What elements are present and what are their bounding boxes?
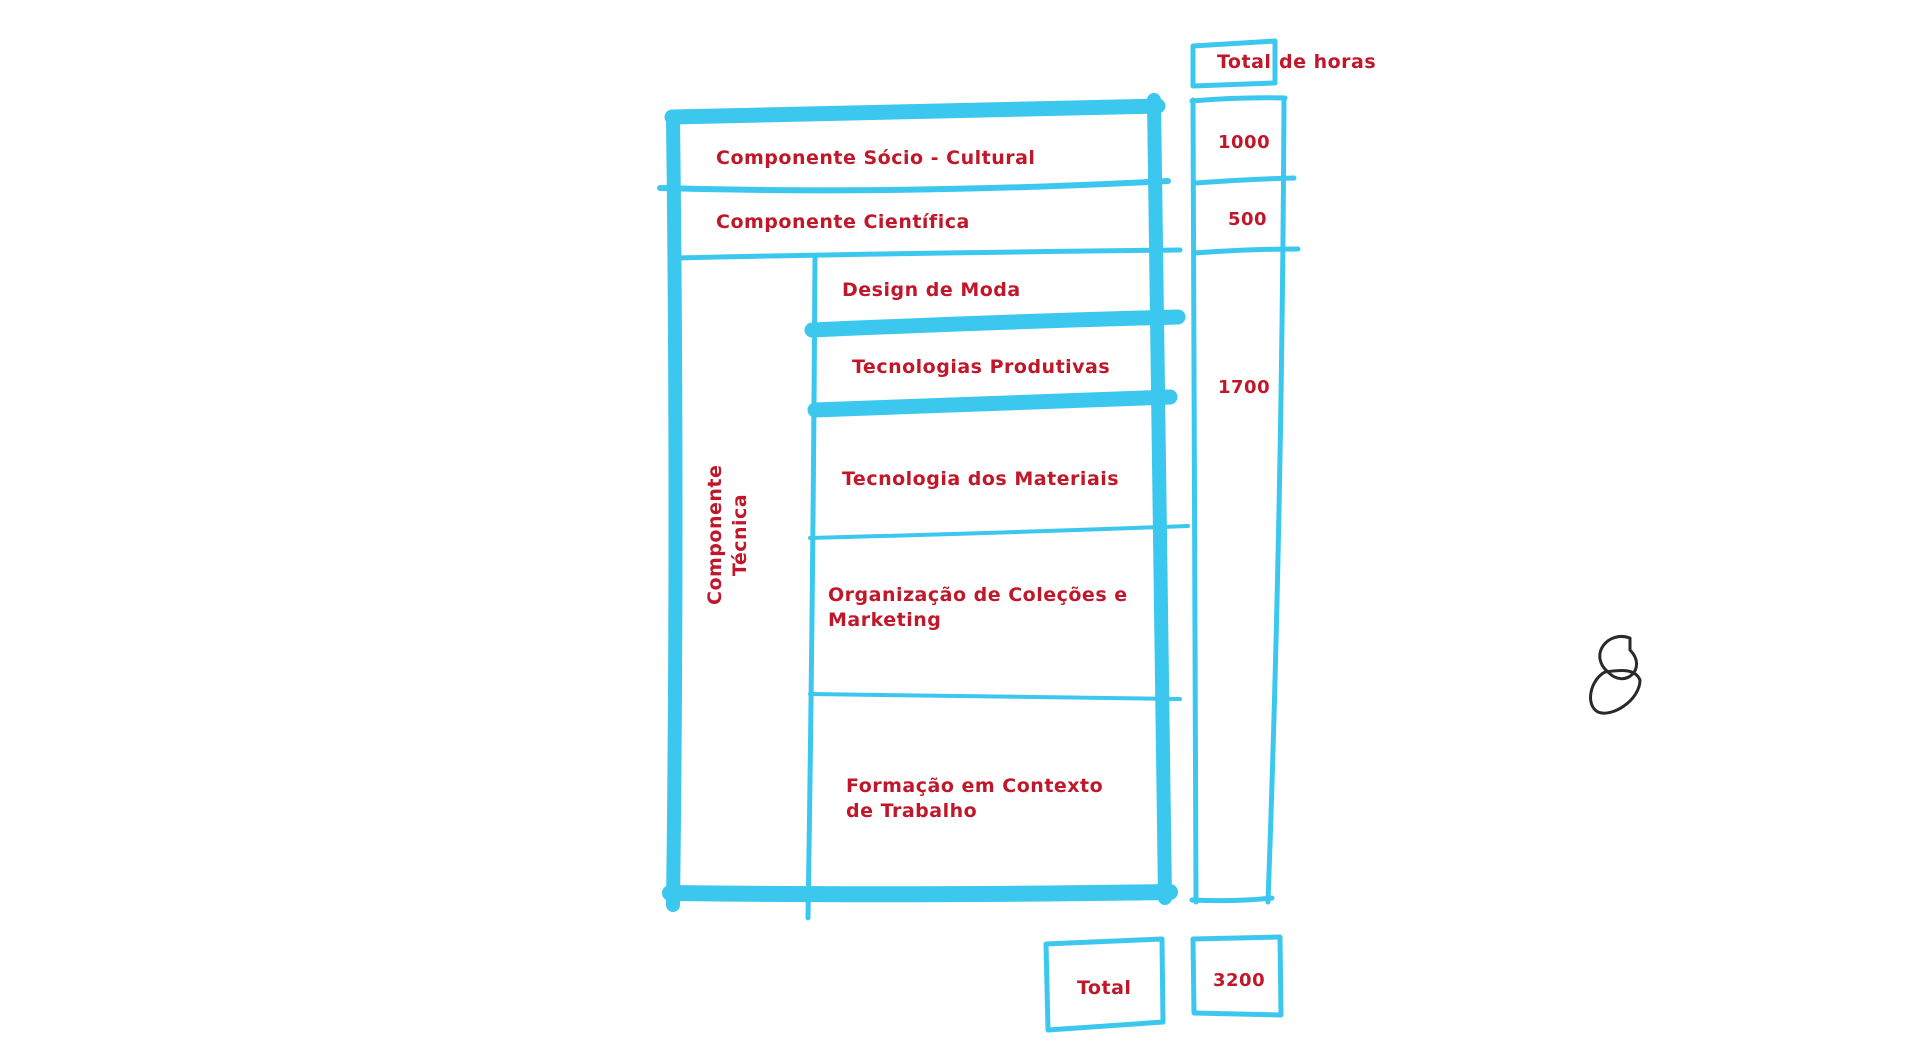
subject-design-de-moda: Design de Moda xyxy=(842,279,1021,301)
row-label-socio-cultural: Componente Sócio - Cultural xyxy=(716,147,1036,169)
header-box xyxy=(1190,38,1278,89)
main-box-right-border xyxy=(1147,93,1172,905)
header-de-horas-label: de horas xyxy=(1279,51,1377,73)
sub-divider-organizacao xyxy=(808,692,1182,701)
hours-column-top-border xyxy=(1189,95,1288,104)
subject-tecnologia-materiais: Tecnologia dos Materiais xyxy=(842,468,1120,490)
group-label-componente-tecnica: Componente Técnica xyxy=(703,465,753,605)
divider-socio-cientifica xyxy=(657,178,1171,194)
total-hours-box xyxy=(1190,934,1284,1018)
sub-divider-tecnologias xyxy=(807,389,1178,418)
hours-column-left-border xyxy=(1190,97,1199,905)
subject-organizacao-colecoes: Organização de Coleções e Marketing xyxy=(828,584,1128,631)
footer-total-label: Total xyxy=(1077,977,1132,999)
hours-column-divider-1 xyxy=(1192,175,1297,186)
main-box-bottom-border xyxy=(662,884,1178,903)
group-label-line-2: Técnica xyxy=(729,493,751,577)
row-label-cientifica: Componente Científica xyxy=(716,211,970,233)
sub-divider-design xyxy=(804,309,1186,338)
group-label-line-1: Componente xyxy=(704,464,726,605)
hours-column-bottom-border xyxy=(1189,895,1275,904)
row-hours-tecnica: 1700 xyxy=(1218,377,1271,398)
hours-column-right-border xyxy=(1265,95,1287,905)
total-label-box xyxy=(1043,936,1166,1033)
footer-total-hours: 3200 xyxy=(1213,970,1266,991)
subject-formacao-contexto: Formação em Contexto de Trabalho xyxy=(846,775,1104,822)
row-hours-socio-cultural: 1000 xyxy=(1218,132,1271,153)
main-box-left-border xyxy=(666,111,683,912)
divider-cientifica-tecnica xyxy=(672,247,1183,261)
figure-eight-doodle-icon xyxy=(1589,635,1642,715)
row-hours-cientifica: 500 xyxy=(1228,209,1268,230)
subject-tecnologias-produtivas: Tecnologias Produtivas xyxy=(852,356,1111,378)
main-box-top-border xyxy=(664,98,1166,125)
hours-column-divider-2 xyxy=(1191,246,1301,256)
inner-column-left-border xyxy=(805,254,818,921)
header-total-label: Total xyxy=(1217,51,1272,73)
sub-divider-materiais xyxy=(808,524,1190,540)
